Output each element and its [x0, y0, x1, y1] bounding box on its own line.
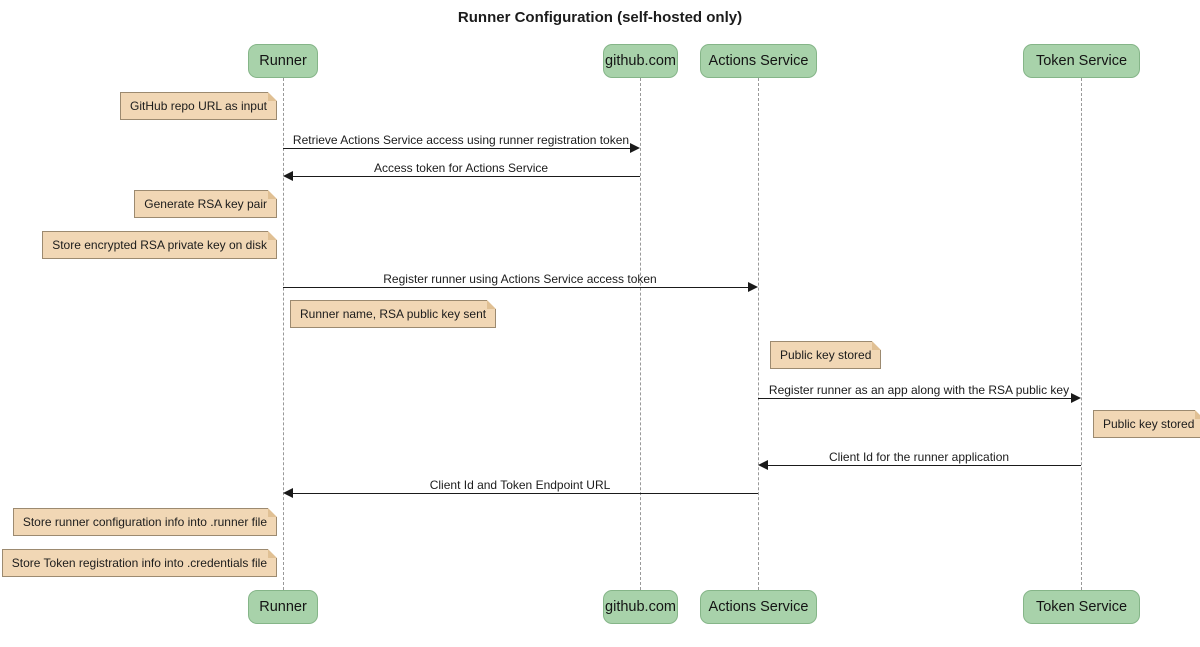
message-label: Register runner using Actions Service ac…: [383, 272, 657, 286]
participant-label: Token Service: [1035, 599, 1128, 615]
message-label: Retrieve Actions Service access using ru…: [292, 133, 630, 147]
lifeline-actions-service: [758, 78, 759, 590]
participant-label: Token Service: [1035, 53, 1128, 69]
note-store-credentials-file: Store Token registration info into .cred…: [1, 549, 278, 577]
note-store-runner-file: Store runner configuration info into .ru…: [12, 508, 278, 536]
message-line: [758, 398, 1071, 399]
participant-label: github.com: [605, 53, 676, 69]
participant-label: Actions Service: [708, 53, 809, 69]
arrowhead-left-icon: [283, 171, 293, 181]
participant-actions-service-top: Actions Service: [700, 44, 817, 78]
message-line: [293, 493, 758, 494]
message-line: [283, 287, 748, 288]
participant-label: Runner: [259, 53, 307, 69]
arrowhead-right-icon: [630, 143, 640, 153]
arrowhead-right-icon: [748, 282, 758, 292]
participant-label: Runner: [259, 599, 307, 615]
message-label: Client Id and Token Endpoint URL: [429, 478, 611, 492]
note-github-repo-url: GitHub repo URL as input: [120, 92, 277, 120]
arrowhead-left-icon: [283, 488, 293, 498]
participant-runner-bottom: Runner: [248, 590, 318, 624]
participant-github-bottom: github.com: [603, 590, 678, 624]
note-public-key-stored-actions: Public key stored: [770, 341, 882, 369]
lifeline-token-service: [1081, 78, 1082, 590]
participant-runner-top: Runner: [248, 44, 318, 78]
note-store-private-key: Store encrypted RSA private key on disk: [42, 231, 277, 259]
message-line: [283, 148, 630, 149]
participant-label: github.com: [605, 599, 676, 615]
participant-actions-service-bottom: Actions Service: [700, 590, 817, 624]
message-line: [768, 465, 1081, 466]
note-generate-rsa: Generate RSA key pair: [134, 190, 277, 218]
arrowhead-left-icon: [758, 460, 768, 470]
participant-token-service-bottom: Token Service: [1023, 590, 1140, 624]
note-runner-name-sent: Runner name, RSA public key sent: [290, 300, 497, 328]
arrowhead-right-icon: [1071, 393, 1081, 403]
message-label: Register runner as an app along with the…: [768, 383, 1070, 397]
note-public-key-stored-token: Public key stored: [1093, 410, 1200, 438]
lifeline-github: [640, 78, 641, 590]
diagram-title: Runner Configuration (self-hosted only): [457, 9, 743, 26]
message-label: Access token for Actions Service: [373, 161, 549, 175]
participant-label: Actions Service: [708, 599, 809, 615]
lifeline-runner: [283, 78, 284, 590]
participant-token-service-top: Token Service: [1023, 44, 1140, 78]
message-line: [293, 176, 640, 177]
participant-github-top: github.com: [603, 44, 678, 78]
message-label: Client Id for the runner application: [828, 450, 1010, 464]
